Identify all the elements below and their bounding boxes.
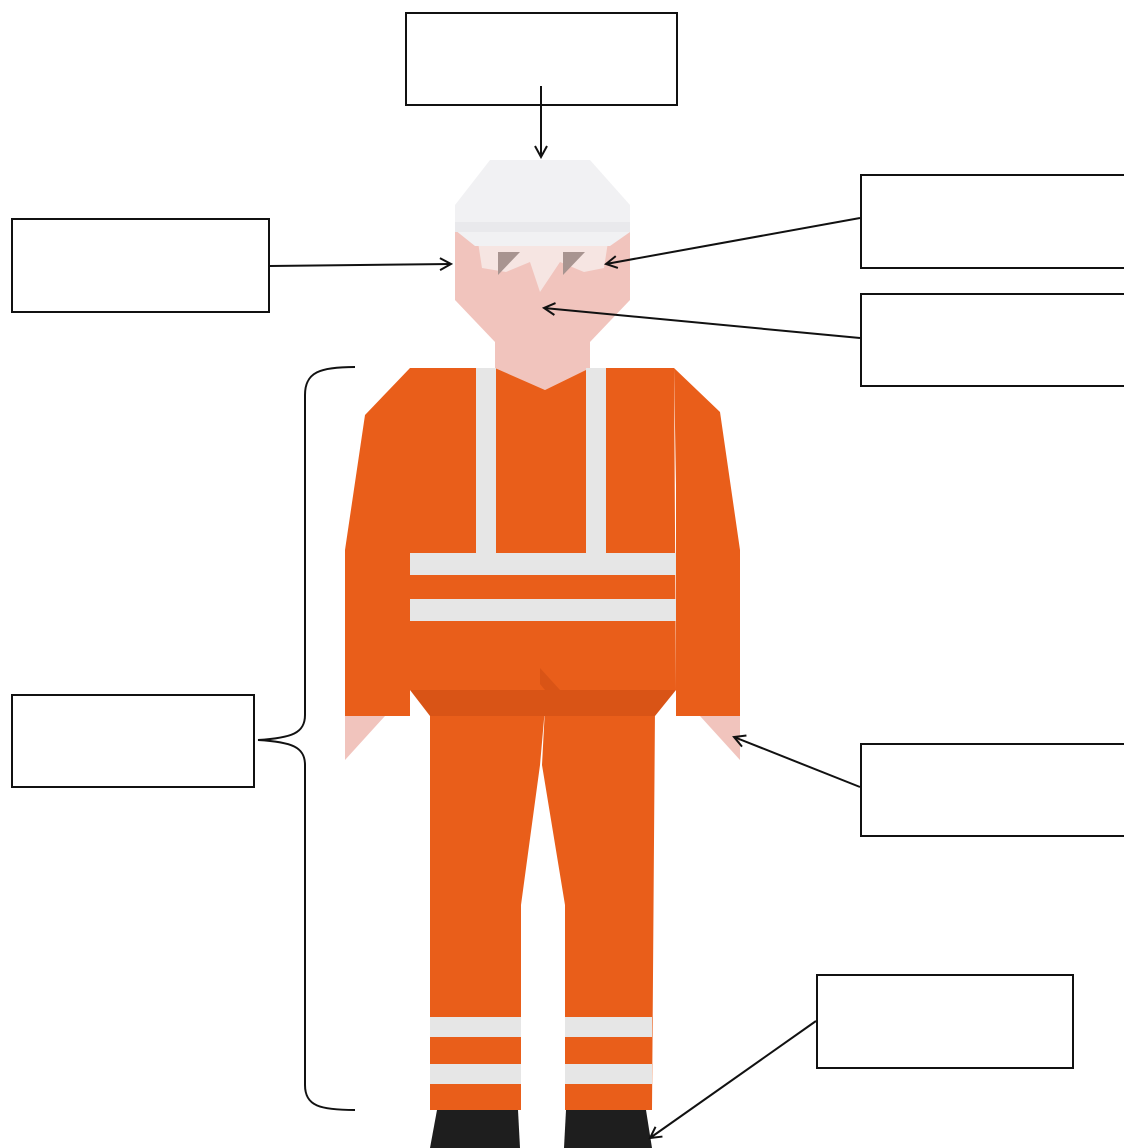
torso (410, 368, 676, 690)
arrow-hands (734, 737, 860, 787)
arrow-feet (650, 1021, 816, 1138)
right-boot (564, 1110, 652, 1148)
arrow-eyes (606, 218, 860, 264)
right-sleeve (674, 368, 740, 716)
leg-stripe (430, 1064, 521, 1084)
boots (430, 1110, 652, 1148)
brace-stripe-left (476, 368, 496, 553)
torso-stripe (410, 599, 676, 621)
hard-hat (455, 160, 630, 246)
right-leg (542, 708, 655, 1110)
head (455, 160, 630, 342)
left-hand (345, 716, 385, 760)
left-boot (430, 1110, 520, 1148)
left-sleeve (345, 368, 410, 716)
torso-stripe (410, 553, 676, 575)
brace-stripe-right (586, 368, 606, 553)
leg-stripe (565, 1017, 652, 1037)
arrow-ears (270, 264, 451, 266)
body-bracket (258, 367, 355, 1110)
jacket-hem (410, 690, 676, 716)
left-leg (430, 708, 545, 1110)
leg-stripe (430, 1017, 521, 1037)
trousers (430, 708, 655, 1110)
hard-hat-brim (455, 222, 630, 232)
leg-stripe (565, 1064, 652, 1084)
jacket (410, 368, 676, 716)
